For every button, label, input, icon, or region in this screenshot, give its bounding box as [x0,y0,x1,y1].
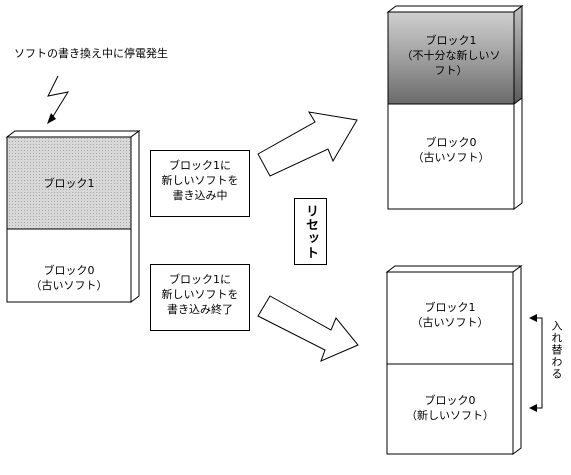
right-top-block1-label: ブロック1 [425,34,477,47]
right-top-block0-label: ブロック0 [425,136,477,149]
right-bottom-block1-sublabel: （古いソフト） [411,316,489,329]
reset-label: リセット [294,198,327,265]
left-block1-label: ブロック1 [43,177,95,190]
arrow-to-top-result [257,111,358,177]
left-block0-label: ブロック0 [43,264,95,277]
left-block0-sublabel: （古いソフト） [30,279,108,292]
right-top-block-stack [386,5,524,210]
writing-box-line1: ブロック1に [169,159,231,172]
left-block-stack [5,130,141,303]
complete-box-line3: 書き込み終了 [167,303,233,316]
power-failure-caption: ソフトの書き換え中に停電発生 [14,47,168,60]
swap-label: 入れ替わる [550,320,563,380]
writing-complete-box: ブロック1に 新しいソフトを 書き込み終了 [150,264,250,331]
arrow-to-bottom-result [257,295,359,362]
right-bottom-block0-label: ブロック0 [424,394,476,407]
complete-box-line1: ブロック1に [169,273,231,286]
writing-box-line3: 書き込み中 [172,189,228,202]
right-bottom-block0-sublabel: （新しいソフト） [406,409,494,422]
complete-box-line2: 新しいソフトを [161,288,239,301]
writing-in-progress-box: ブロック1に 新しいソフトを 書き込み中 [150,150,250,217]
lightning-arrowhead [47,113,56,124]
right-top-block0-sublabel: （古いソフト） [412,151,490,164]
right-bottom-block-stack [385,265,523,455]
right-top-block1-sublabel: （不十分な新しいソ [401,49,501,62]
lightning-icon [47,75,70,119]
right-bottom-block1-label: ブロック1 [424,301,476,314]
right-top-block1-sublabel-2: フト） [434,64,468,77]
swap-bracket [529,314,543,412]
writing-box-line2: 新しいソフトを [161,174,239,187]
